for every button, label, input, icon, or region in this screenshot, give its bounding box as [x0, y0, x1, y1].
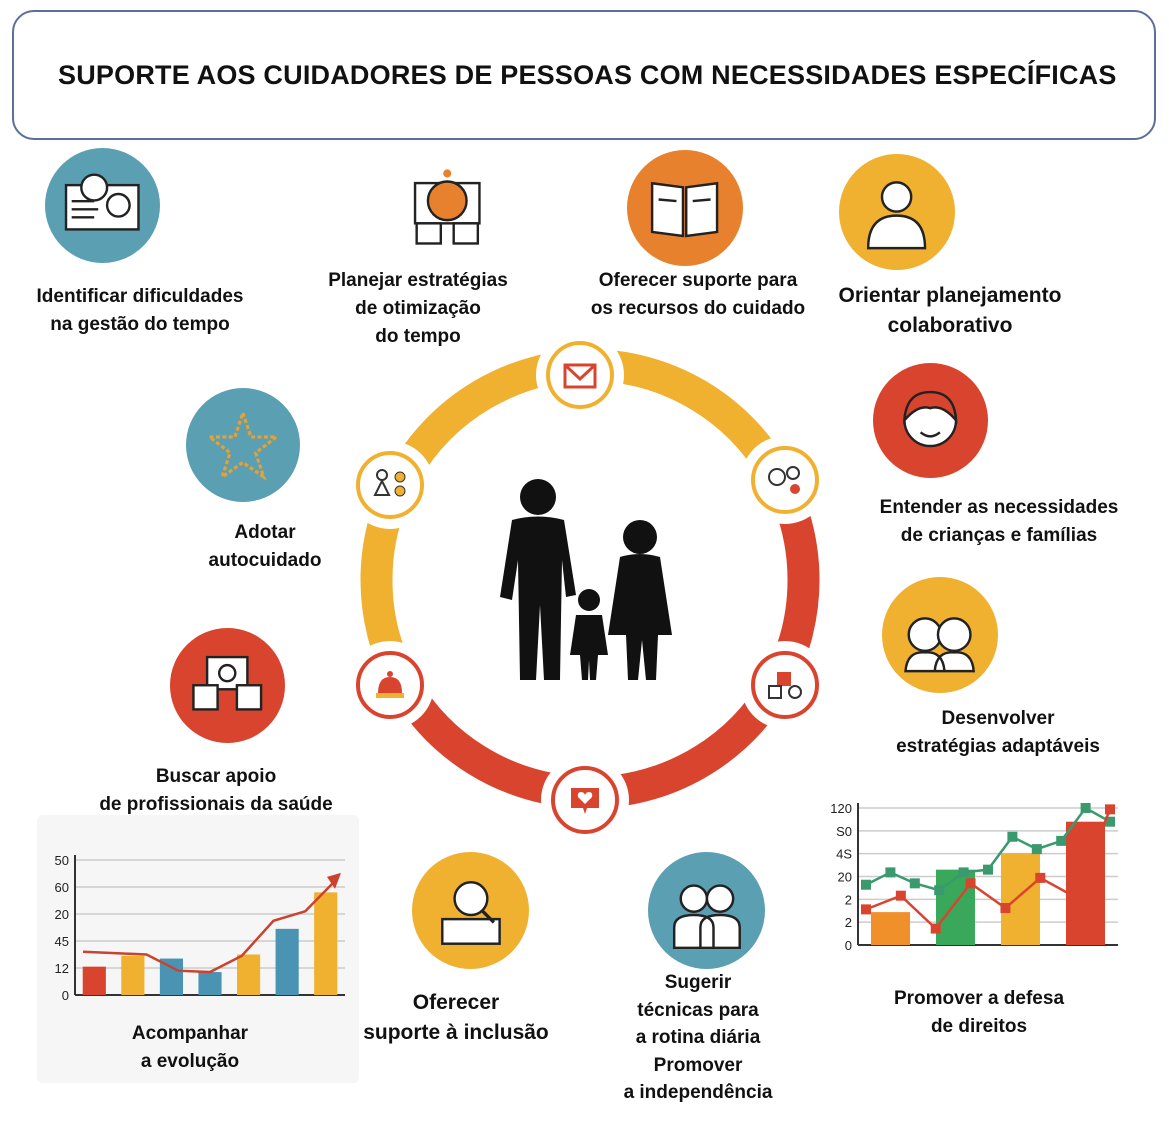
clock-document-icon: [45, 148, 160, 263]
series-marker-red: [1000, 903, 1011, 914]
y-tick-label: 12: [55, 961, 69, 976]
ring-node-people: [744, 439, 826, 521]
bar: [314, 892, 338, 995]
bell-icon: [376, 671, 404, 698]
two-faces-icon: [882, 577, 998, 693]
two-people-icon: [648, 852, 765, 969]
y-tick-label: 120: [830, 801, 852, 816]
bar: [1001, 853, 1040, 945]
y-tick-label: 45: [55, 934, 69, 949]
trend-arrowhead: [327, 872, 341, 889]
series-marker-green: [861, 879, 871, 890]
family-silhouette-icon: [500, 479, 672, 680]
network-star-icon: [186, 388, 300, 502]
series-marker-red: [965, 878, 976, 889]
series-marker-red: [1070, 892, 1081, 903]
series-line-trend: [82, 878, 338, 974]
series-marker-red: [895, 890, 906, 901]
series-marker-green: [983, 864, 993, 875]
open-book-icon: [627, 150, 743, 266]
series-marker-green: [1007, 831, 1018, 842]
lightbulb-planning-icon: [390, 150, 505, 265]
toys-icon: [768, 672, 802, 699]
series-marker-red: [1035, 872, 1046, 883]
series-marker-red: [1105, 804, 1115, 815]
series-marker-red: [861, 904, 871, 915]
chart-evolucao: 50 60 20 45 12 0: [55, 853, 345, 1003]
bar: [82, 966, 106, 995]
series-marker-green: [909, 878, 920, 889]
bar: [121, 955, 145, 995]
series-marker-green: [1105, 816, 1115, 827]
woman-icon: [373, 469, 406, 497]
y-tick-label: 20: [838, 870, 852, 885]
ring-node-heart: [544, 759, 626, 841]
y-tick-label: 0: [62, 988, 69, 1003]
child-face-icon: [873, 363, 988, 478]
y-tick-label: 0: [845, 938, 852, 953]
bar: [1066, 821, 1105, 945]
series-marker-green: [958, 867, 969, 878]
series-marker-green: [934, 885, 945, 896]
ring-node-family: [349, 444, 431, 526]
ring-node-bell: [349, 644, 431, 726]
heart-chat-icon: [571, 788, 599, 814]
series-marker-green: [1080, 803, 1091, 813]
bar: [159, 958, 183, 995]
envelope-icon: [563, 363, 597, 389]
people-icon: [768, 466, 800, 494]
series-marker-green: [1031, 844, 1042, 855]
bar: [275, 928, 299, 995]
y-tick-label: 2: [845, 915, 852, 930]
page-title: SUPORTE AOS CUIDADORES DE PESSOAS COM NE…: [58, 60, 1117, 90]
y-tick-label: 2: [845, 892, 852, 907]
y-tick-label: 50: [55, 853, 69, 868]
inclusion-search-icon: [412, 852, 529, 969]
bar: [871, 912, 910, 945]
y-tick-label: 60: [55, 880, 69, 895]
y-tick-label: 20: [55, 907, 69, 922]
series-marker-green: [885, 867, 896, 878]
bar: [237, 954, 261, 995]
bar: [198, 972, 222, 995]
y-tick-label: S0: [836, 824, 852, 839]
professional-person-icon: [839, 154, 955, 270]
health-support-icon: [170, 628, 285, 743]
ring-node-toys: [744, 644, 826, 726]
y-tick-label: 4S: [836, 847, 852, 862]
title-box: SUPORTE AOS CUIDADORES DE PESSOAS COM NE…: [12, 10, 1156, 140]
series-marker-red: [930, 923, 941, 934]
ring-node-envelope: [539, 334, 621, 416]
series-marker-green: [1056, 835, 1067, 846]
series-line-red: [865, 808, 1112, 931]
